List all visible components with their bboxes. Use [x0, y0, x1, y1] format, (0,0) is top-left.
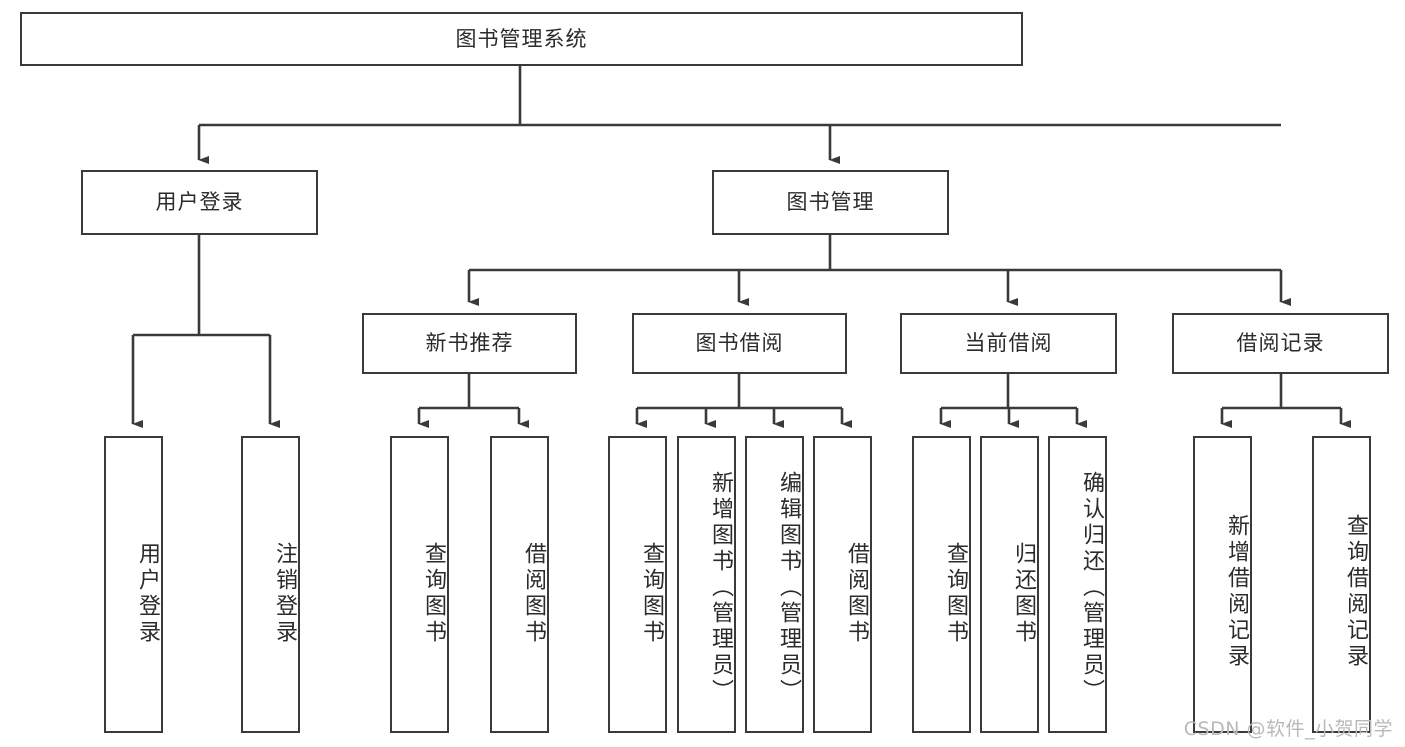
node-leaf-borrow-book-2-label: 借阅图书 [844, 541, 869, 646]
node-leaf-edit-book-label: 编辑图书（管理员） [776, 470, 801, 705]
node-leaf-logout[interactable]: 注销登录 [241, 436, 300, 733]
node-leaf-return-book-label: 归还图书 [1011, 541, 1036, 646]
node-leaf-query-book-2-label: 查询图书 [639, 541, 664, 646]
node-new-book-recommend[interactable]: 新书推荐 [362, 313, 577, 374]
csdn-watermark: CSDN @软件_小贺同学 [1183, 718, 1393, 740]
node-leaf-borrow-book-1[interactable]: 借阅图书 [490, 436, 549, 733]
node-book-borrow[interactable]: 图书借阅 [632, 313, 847, 374]
node-root[interactable]: 图书管理系统 [20, 12, 1023, 66]
node-leaf-user-login[interactable]: 用户登录 [104, 436, 163, 733]
node-leaf-user-login-label: 用户登录 [135, 541, 160, 646]
node-leaf-borrow-book-1-label: 借阅图书 [521, 541, 546, 646]
node-leaf-confirm-return[interactable]: 确认归还（管理员） [1048, 436, 1107, 733]
node-leaf-edit-book[interactable]: 编辑图书（管理员） [745, 436, 804, 733]
node-leaf-query-book-1-label: 查询图书 [421, 541, 446, 646]
node-borrow-record[interactable]: 借阅记录 [1172, 313, 1389, 374]
node-user-login-label: 用户登录 [155, 190, 244, 215]
node-leaf-add-book[interactable]: 新增图书（管理员） [677, 436, 736, 733]
node-leaf-query-record[interactable]: 查询借阅记录 [1312, 436, 1371, 733]
node-leaf-add-record-label: 新增借阅记录 [1224, 513, 1249, 670]
node-leaf-query-record-label: 查询借阅记录 [1343, 513, 1368, 670]
node-leaf-add-record[interactable]: 新增借阅记录 [1193, 436, 1252, 733]
node-book-borrow-label: 图书借阅 [695, 331, 784, 356]
node-root-label: 图书管理系统 [455, 26, 588, 51]
node-leaf-logout-label: 注销登录 [272, 541, 297, 646]
node-book-manage[interactable]: 图书管理 [712, 170, 949, 235]
node-leaf-add-book-label: 新增图书（管理员） [708, 470, 733, 705]
node-new-book-recommend-label: 新书推荐 [425, 331, 514, 356]
node-leaf-confirm-return-label: 确认归还（管理员） [1079, 470, 1104, 705]
node-leaf-query-book-2[interactable]: 查询图书 [608, 436, 667, 733]
node-leaf-return-book[interactable]: 归还图书 [980, 436, 1039, 733]
node-borrow-record-label: 借阅记录 [1236, 331, 1325, 356]
node-leaf-query-book-3-label: 查询图书 [943, 541, 968, 646]
node-current-borrow[interactable]: 当前借阅 [900, 313, 1117, 374]
node-book-manage-label: 图书管理 [786, 190, 875, 215]
node-leaf-borrow-book-2[interactable]: 借阅图书 [813, 436, 872, 733]
node-leaf-query-book-3[interactable]: 查询图书 [912, 436, 971, 733]
node-leaf-query-book-1[interactable]: 查询图书 [390, 436, 449, 733]
node-current-borrow-label: 当前借阅 [964, 331, 1053, 356]
node-user-login[interactable]: 用户登录 [81, 170, 318, 235]
